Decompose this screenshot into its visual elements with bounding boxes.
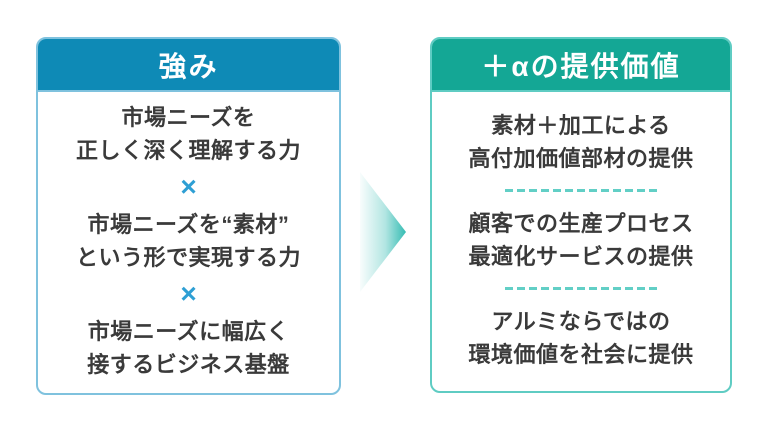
value-item-2: 顧客での生産プロセス 最適化サービスの提供 xyxy=(468,207,693,273)
strength-item-3: 市場ニーズに幅広く 接するビジネス基盤 xyxy=(87,315,290,381)
value-item-3-line-2: 環境価値を社会に提供 xyxy=(468,341,694,367)
strength-item-1-line-1: 市場ニーズを xyxy=(121,104,256,130)
multiply-icon: × xyxy=(180,171,197,202)
strength-item-1-line-2: 正しく深く理解する力 xyxy=(75,137,301,163)
strengths-box: 強み 市場ニーズを 正しく深く理解する力 × 市場ニーズを“素材” という形で実… xyxy=(36,37,341,395)
value-item-3-line-1: アルミならではの xyxy=(491,308,671,334)
value-item-1: 素材＋加工による 高付加価値部材の提供 xyxy=(468,109,693,175)
strength-item-2-line-2: という形で実現する力 xyxy=(75,244,301,270)
strength-item-2: 市場ニーズを“素材” という形で実現する力 xyxy=(76,208,301,274)
added-value-header: ＋αの提供価値 xyxy=(432,39,730,92)
added-value-body: 素材＋加工による 高付加価値部材の提供 顧客での生産プロセス 最適化サービスの提… xyxy=(432,92,730,391)
added-value-title: ＋αの提供価値 xyxy=(481,50,681,82)
value-item-3: アルミならではの 環境価値を社会に提供 xyxy=(468,305,693,371)
added-value-box: ＋αの提供価値 素材＋加工による 高付加価値部材の提供 顧客での生産プロセス 最… xyxy=(430,37,732,393)
strength-item-2-line-1: 市場ニーズを“素材” xyxy=(87,211,290,237)
dashed-divider xyxy=(505,287,657,290)
strength-item-1: 市場ニーズを 正しく深く理解する力 xyxy=(76,101,301,167)
strength-item-3-line-1: 市場ニーズに幅広く xyxy=(87,318,290,344)
dashed-divider xyxy=(505,189,657,192)
value-item-2-line-1: 顧客での生産プロセス xyxy=(468,210,694,236)
right-arrow-icon xyxy=(360,172,406,292)
strengths-body: 市場ニーズを 正しく深く理解する力 × 市場ニーズを“素材” という形で実現する… xyxy=(38,92,339,393)
value-item-1-line-2: 高付加価値部材の提供 xyxy=(468,145,694,171)
strengths-header: 強み xyxy=(38,39,339,92)
multiply-icon: × xyxy=(180,278,197,309)
strength-item-3-line-2: 接するビジネス基盤 xyxy=(87,351,290,377)
strengths-title: 強み xyxy=(158,50,219,82)
value-item-2-line-2: 最適化サービスの提供 xyxy=(468,243,694,269)
value-item-1-line-1: 素材＋加工による xyxy=(491,112,671,138)
